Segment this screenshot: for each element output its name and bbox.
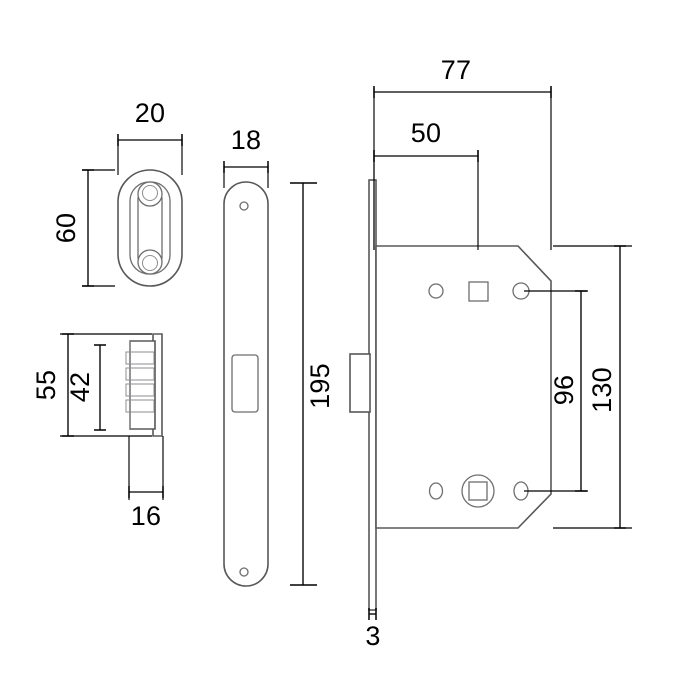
- dimension-55: 55: [31, 333, 152, 437]
- lock-fixing-hole-bottom-left: [428, 482, 444, 500]
- dimension-18-label: 18: [231, 125, 261, 155]
- escutcheon-front-view: [117, 169, 183, 287]
- dimension-50: 50: [373, 118, 479, 250]
- faceplate-front-view: [223, 181, 269, 587]
- dimension-55-label: 55: [31, 370, 61, 400]
- dimension-50-label: 50: [411, 118, 441, 148]
- escutcheon-side-rib-1: [125, 351, 155, 365]
- dimension-60: 60: [51, 169, 115, 287]
- dimension-195: 195: [290, 182, 335, 586]
- dimension-20: 20: [117, 98, 183, 175]
- dimension-42-label: 42: [65, 372, 95, 402]
- dimension-77: 77: [373, 55, 552, 250]
- lock-latch-bolt: [349, 353, 371, 413]
- escutcheon-side-body: [129, 340, 156, 430]
- dimension-16: 16: [128, 436, 164, 531]
- escutcheon-side-rib-3: [125, 383, 155, 397]
- escutcheon-boss-bottom-inner: [142, 255, 158, 271]
- dimension-60-label: 60: [51, 213, 81, 243]
- dimension-3: 3: [365, 608, 380, 651]
- dimension-130: 130: [553, 245, 632, 529]
- faceplate-screw-hole-top: [239, 201, 249, 211]
- dimension-130-label: 130: [587, 367, 617, 413]
- lock-spindle-square: [468, 481, 488, 501]
- dimension-96: 96: [524, 290, 588, 492]
- escutcheon-side-view: [125, 333, 163, 437]
- faceplate-latch-aperture: [231, 354, 259, 413]
- escutcheon-side-rib-2: [125, 367, 155, 381]
- escutcheon-inner-rail: [137, 197, 163, 259]
- dimension-16-label: 16: [131, 501, 161, 531]
- dimension-195-label: 195: [305, 363, 335, 409]
- dimension-96-label: 96: [549, 375, 579, 405]
- faceplate-screw-hole-bottom: [239, 567, 249, 577]
- escutcheon-side-rib-4: [125, 399, 155, 413]
- lock-fixing-hole-top-left: [428, 283, 444, 299]
- dimension-42: 42: [65, 344, 106, 431]
- dimension-77-label: 77: [441, 55, 471, 85]
- dimension-20-label: 20: [135, 98, 165, 128]
- lock-follower-square-top: [468, 281, 489, 302]
- dimension-18: 18: [223, 125, 269, 188]
- lock-body-view: [349, 179, 552, 611]
- dimension-3-label: 3: [365, 621, 380, 651]
- escutcheon-boss-top-inner: [142, 185, 158, 201]
- lock-case-outline: [375, 245, 552, 529]
